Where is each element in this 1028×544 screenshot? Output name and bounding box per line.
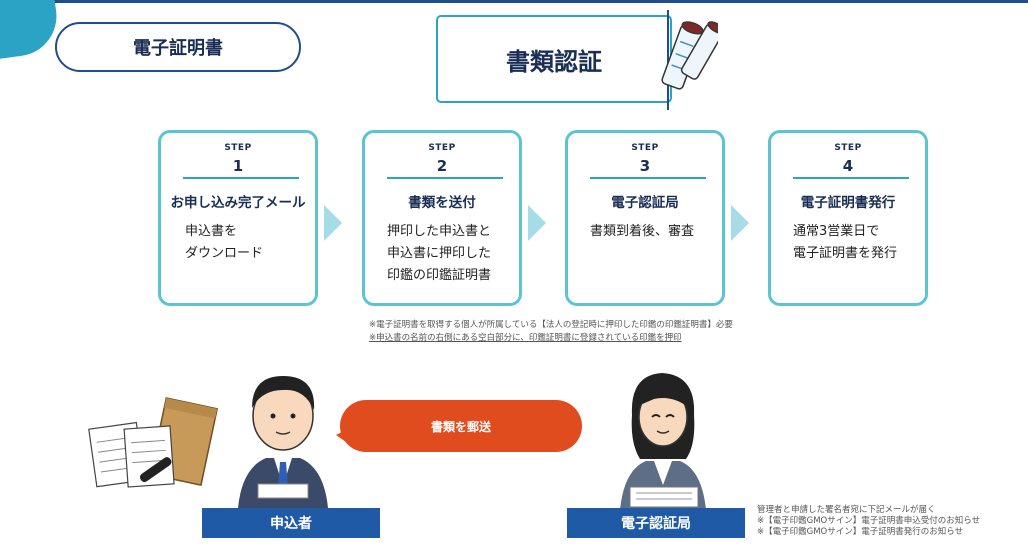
footer-line: 管理者と申請した署名者宛に下記メールが届く xyxy=(757,505,936,515)
footer-line: ※【電子印鑑GMOサイン】電子証明書発行のお知らせ xyxy=(757,527,964,537)
step-number: 3 xyxy=(639,157,651,175)
step-label: STEP xyxy=(428,143,456,153)
page-title: 書類認証 xyxy=(436,15,672,103)
corner-decoration xyxy=(0,0,62,62)
step-body-line: 押印した申込書と xyxy=(387,224,492,239)
step-title: 電子認証局 xyxy=(611,195,679,211)
step-body-line: 申込書に押印した xyxy=(387,246,492,261)
step-body: 申込書を ダウンロード xyxy=(185,221,263,265)
step-label: STEP xyxy=(224,143,252,153)
step-body-line: 申込書を xyxy=(185,224,238,239)
step-divider xyxy=(387,177,503,179)
note-line-2: ※申込書の名前の右側にある空白部分に、印鑑証明書に登録されている印鑑を押印 xyxy=(369,333,682,343)
step-divider xyxy=(793,177,909,179)
step-title: 書類を送付 xyxy=(408,195,476,211)
step-arrow xyxy=(528,205,546,241)
step-arrow xyxy=(731,205,749,241)
step-body-line: 印鑑の印鑑証明書 xyxy=(387,268,492,283)
step-card-3: STEP 3 電子認証局 書類到着後、審査 xyxy=(565,130,725,306)
step-title: 電子証明書発行 xyxy=(800,195,896,211)
documents-illustration xyxy=(88,397,219,488)
step-label: STEP xyxy=(834,143,862,153)
step-card-4: STEP 4 電子証明書発行 通常3営業日で 電子証明書を発行 xyxy=(768,130,928,306)
step-body-line: ダウンロード xyxy=(185,246,264,261)
authority-illustration xyxy=(620,373,706,510)
step-arrow xyxy=(324,205,342,241)
step-body-line: 電子証明書を発行 xyxy=(793,246,898,261)
category-pill: 電子証明書 xyxy=(55,22,301,72)
step-label: STEP xyxy=(631,143,659,153)
applicant-illustration xyxy=(238,376,328,508)
step-body: 押印した申込書と 申込書に押印した 印鑑の印鑑証明書 xyxy=(387,221,491,287)
note-line-1: ※電子証明書を取得する個人が所属している【法人の登記時に押印した印鑑の印鑑証明書… xyxy=(369,320,733,330)
step-divider xyxy=(590,177,706,179)
step-body: 通常3営業日で 電子証明書を発行 xyxy=(793,221,897,265)
speech-bubble: 書類を郵送 xyxy=(340,400,582,452)
step-body: 書類到着後、審査 xyxy=(590,221,694,243)
authority-label: 電子認証局 xyxy=(567,508,745,538)
step-card-2: STEP 2 書類を送付 押印した申込書と 申込書に押印した 印鑑の印鑑証明書 xyxy=(362,130,522,306)
step-body-line: 通常3営業日で xyxy=(793,224,880,239)
step-number: 1 xyxy=(232,157,244,175)
step-divider xyxy=(183,177,299,179)
step-number: 2 xyxy=(436,157,448,175)
top-border-line xyxy=(0,0,1028,3)
scroll-icon xyxy=(661,10,718,110)
footer-notes: 管理者と申請した署名者宛に下記メールが届く ※【電子印鑑GMOサイン】電子証明書… xyxy=(757,505,980,538)
step-title: お申し込み完了メール xyxy=(170,195,306,211)
step-number: 4 xyxy=(842,157,854,175)
step-card-1: STEP 1 お申し込み完了メール 申込書を ダウンロード xyxy=(158,130,318,306)
step-body-line: 書類到着後、審査 xyxy=(590,224,695,239)
applicant-label: 申込者 xyxy=(202,508,380,538)
footer-line: ※【電子印鑑GMOサイン】電子証明書申込受付のお知らせ xyxy=(757,516,981,526)
